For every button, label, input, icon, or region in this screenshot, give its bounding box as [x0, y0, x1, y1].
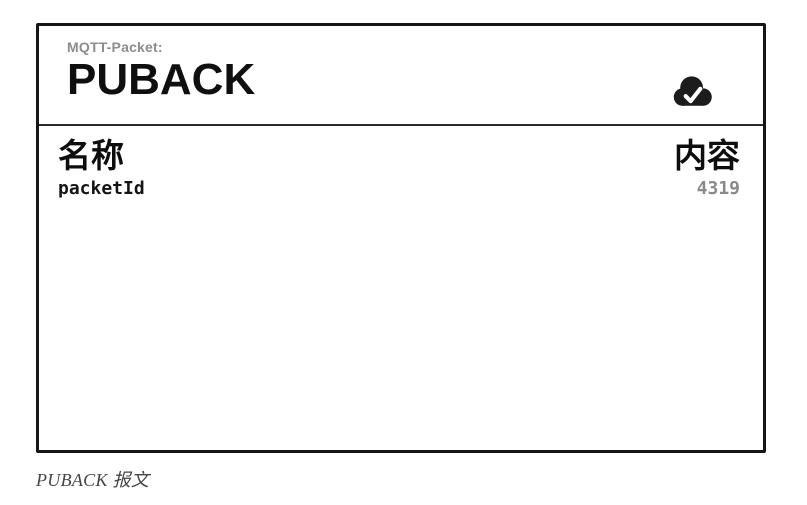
field-value-packetid: 4319 [696, 178, 740, 200]
packet-type-title: PUBACK [67, 54, 256, 104]
packet-kicker-label: MQTT-Packet: [67, 39, 163, 55]
cloud-check-icon [671, 72, 715, 112]
column-header-name: 名称 [58, 137, 124, 174]
table-row: packetId 4319 [58, 178, 740, 200]
table-header-row: 名称 内容 [58, 137, 740, 174]
field-name-packetid: packetId [58, 178, 145, 200]
packet-field-table: 名称 内容 packetId 4319 [39, 126, 763, 200]
column-header-content: 内容 [674, 137, 740, 174]
mqtt-packet-card: MQTT-Packet: PUBACK 名称 内容 [36, 23, 766, 453]
packet-card-header: MQTT-Packet: PUBACK [39, 26, 763, 126]
figure-caption: PUBACK 报文 [36, 470, 150, 490]
